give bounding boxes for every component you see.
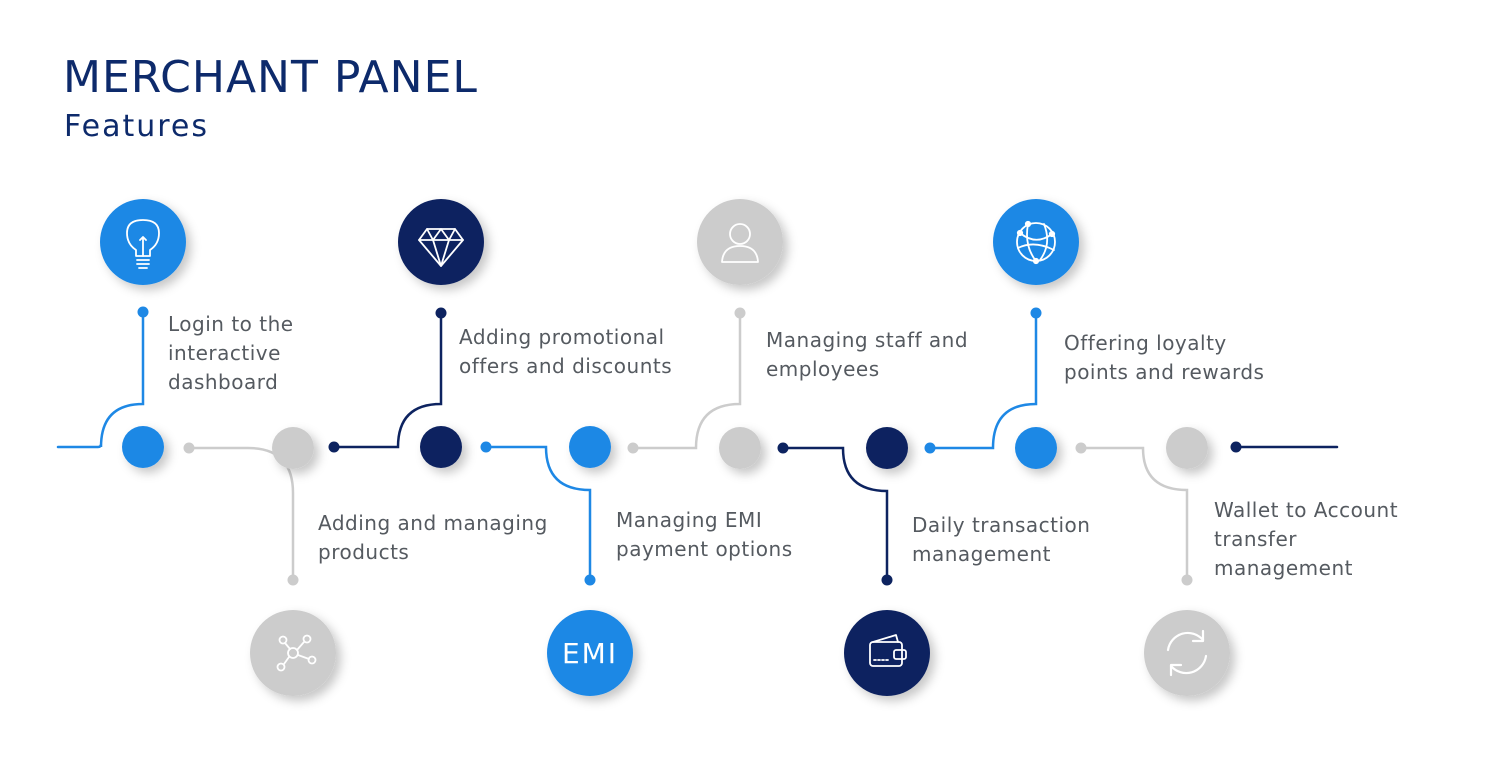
connector-dot xyxy=(1075,442,1087,454)
feature-label-4: Managing EMI payment options xyxy=(616,508,793,561)
timeline-node xyxy=(569,426,611,468)
connector-8 xyxy=(1079,446,1189,582)
connector-7 xyxy=(928,311,1038,450)
connector-dot xyxy=(1181,574,1193,586)
diamond-icon xyxy=(418,228,464,267)
feature-label-5: Managing staff and employees xyxy=(766,328,969,381)
connector-dot xyxy=(480,441,492,453)
connector-dot xyxy=(435,307,447,319)
connector-dot xyxy=(584,574,596,586)
feature-circle-6 xyxy=(844,610,930,696)
timeline-node xyxy=(1166,427,1208,469)
feature-label-3: Adding promotional offers and discounts xyxy=(459,325,673,378)
connector-dot xyxy=(328,441,340,453)
timeline-node xyxy=(122,426,164,468)
feature-circle-2 xyxy=(250,610,336,696)
lightbulb-icon xyxy=(126,219,160,269)
feature-circle-7 xyxy=(993,199,1079,285)
network-nodes-icon xyxy=(276,634,317,672)
connector-dot xyxy=(287,574,299,586)
feature-label-2: Adding and managing products xyxy=(318,511,548,564)
connector-dot xyxy=(183,442,195,454)
timeline-node xyxy=(866,427,908,469)
feature-circle-8 xyxy=(1144,610,1230,696)
feature-label-1: Login to the interactive dashboard xyxy=(168,312,294,394)
user-icon xyxy=(721,223,759,263)
page-subtitle: Features xyxy=(64,109,209,144)
connector-dot xyxy=(137,306,149,318)
connector-1 xyxy=(56,310,145,449)
connector-dot xyxy=(924,442,936,454)
connector-4 xyxy=(484,445,592,582)
feature-label-7: Offering loyalty points and rewards xyxy=(1064,331,1265,384)
connector-dot xyxy=(627,442,639,454)
feature-circle-3 xyxy=(398,199,484,285)
page-title: MERCHANT PANEL xyxy=(63,52,478,103)
connector-2 xyxy=(187,446,295,582)
timeline-node xyxy=(719,427,761,469)
emi-icon: EMI xyxy=(562,637,618,670)
timeline-node xyxy=(1015,427,1057,469)
connector-dot xyxy=(734,307,746,319)
feature-circle-4 xyxy=(547,610,633,696)
connector-dot xyxy=(1030,307,1042,319)
connector-5 xyxy=(631,311,742,450)
wallet-icon xyxy=(869,634,907,667)
globe-network-icon xyxy=(1016,220,1056,265)
feature-label-6: Daily transaction management xyxy=(912,513,1091,566)
connector-dot xyxy=(777,442,789,454)
feature-circle-5 xyxy=(697,199,783,285)
refresh-icon xyxy=(1166,629,1208,677)
connector-6 xyxy=(781,446,889,582)
connector-dot xyxy=(881,574,893,586)
timeline-node xyxy=(272,427,314,469)
connector-3 xyxy=(332,311,443,449)
connector-dot xyxy=(1230,441,1242,453)
timeline-node xyxy=(420,426,462,468)
feature-label-8: Wallet to Account transfer management xyxy=(1214,498,1399,580)
